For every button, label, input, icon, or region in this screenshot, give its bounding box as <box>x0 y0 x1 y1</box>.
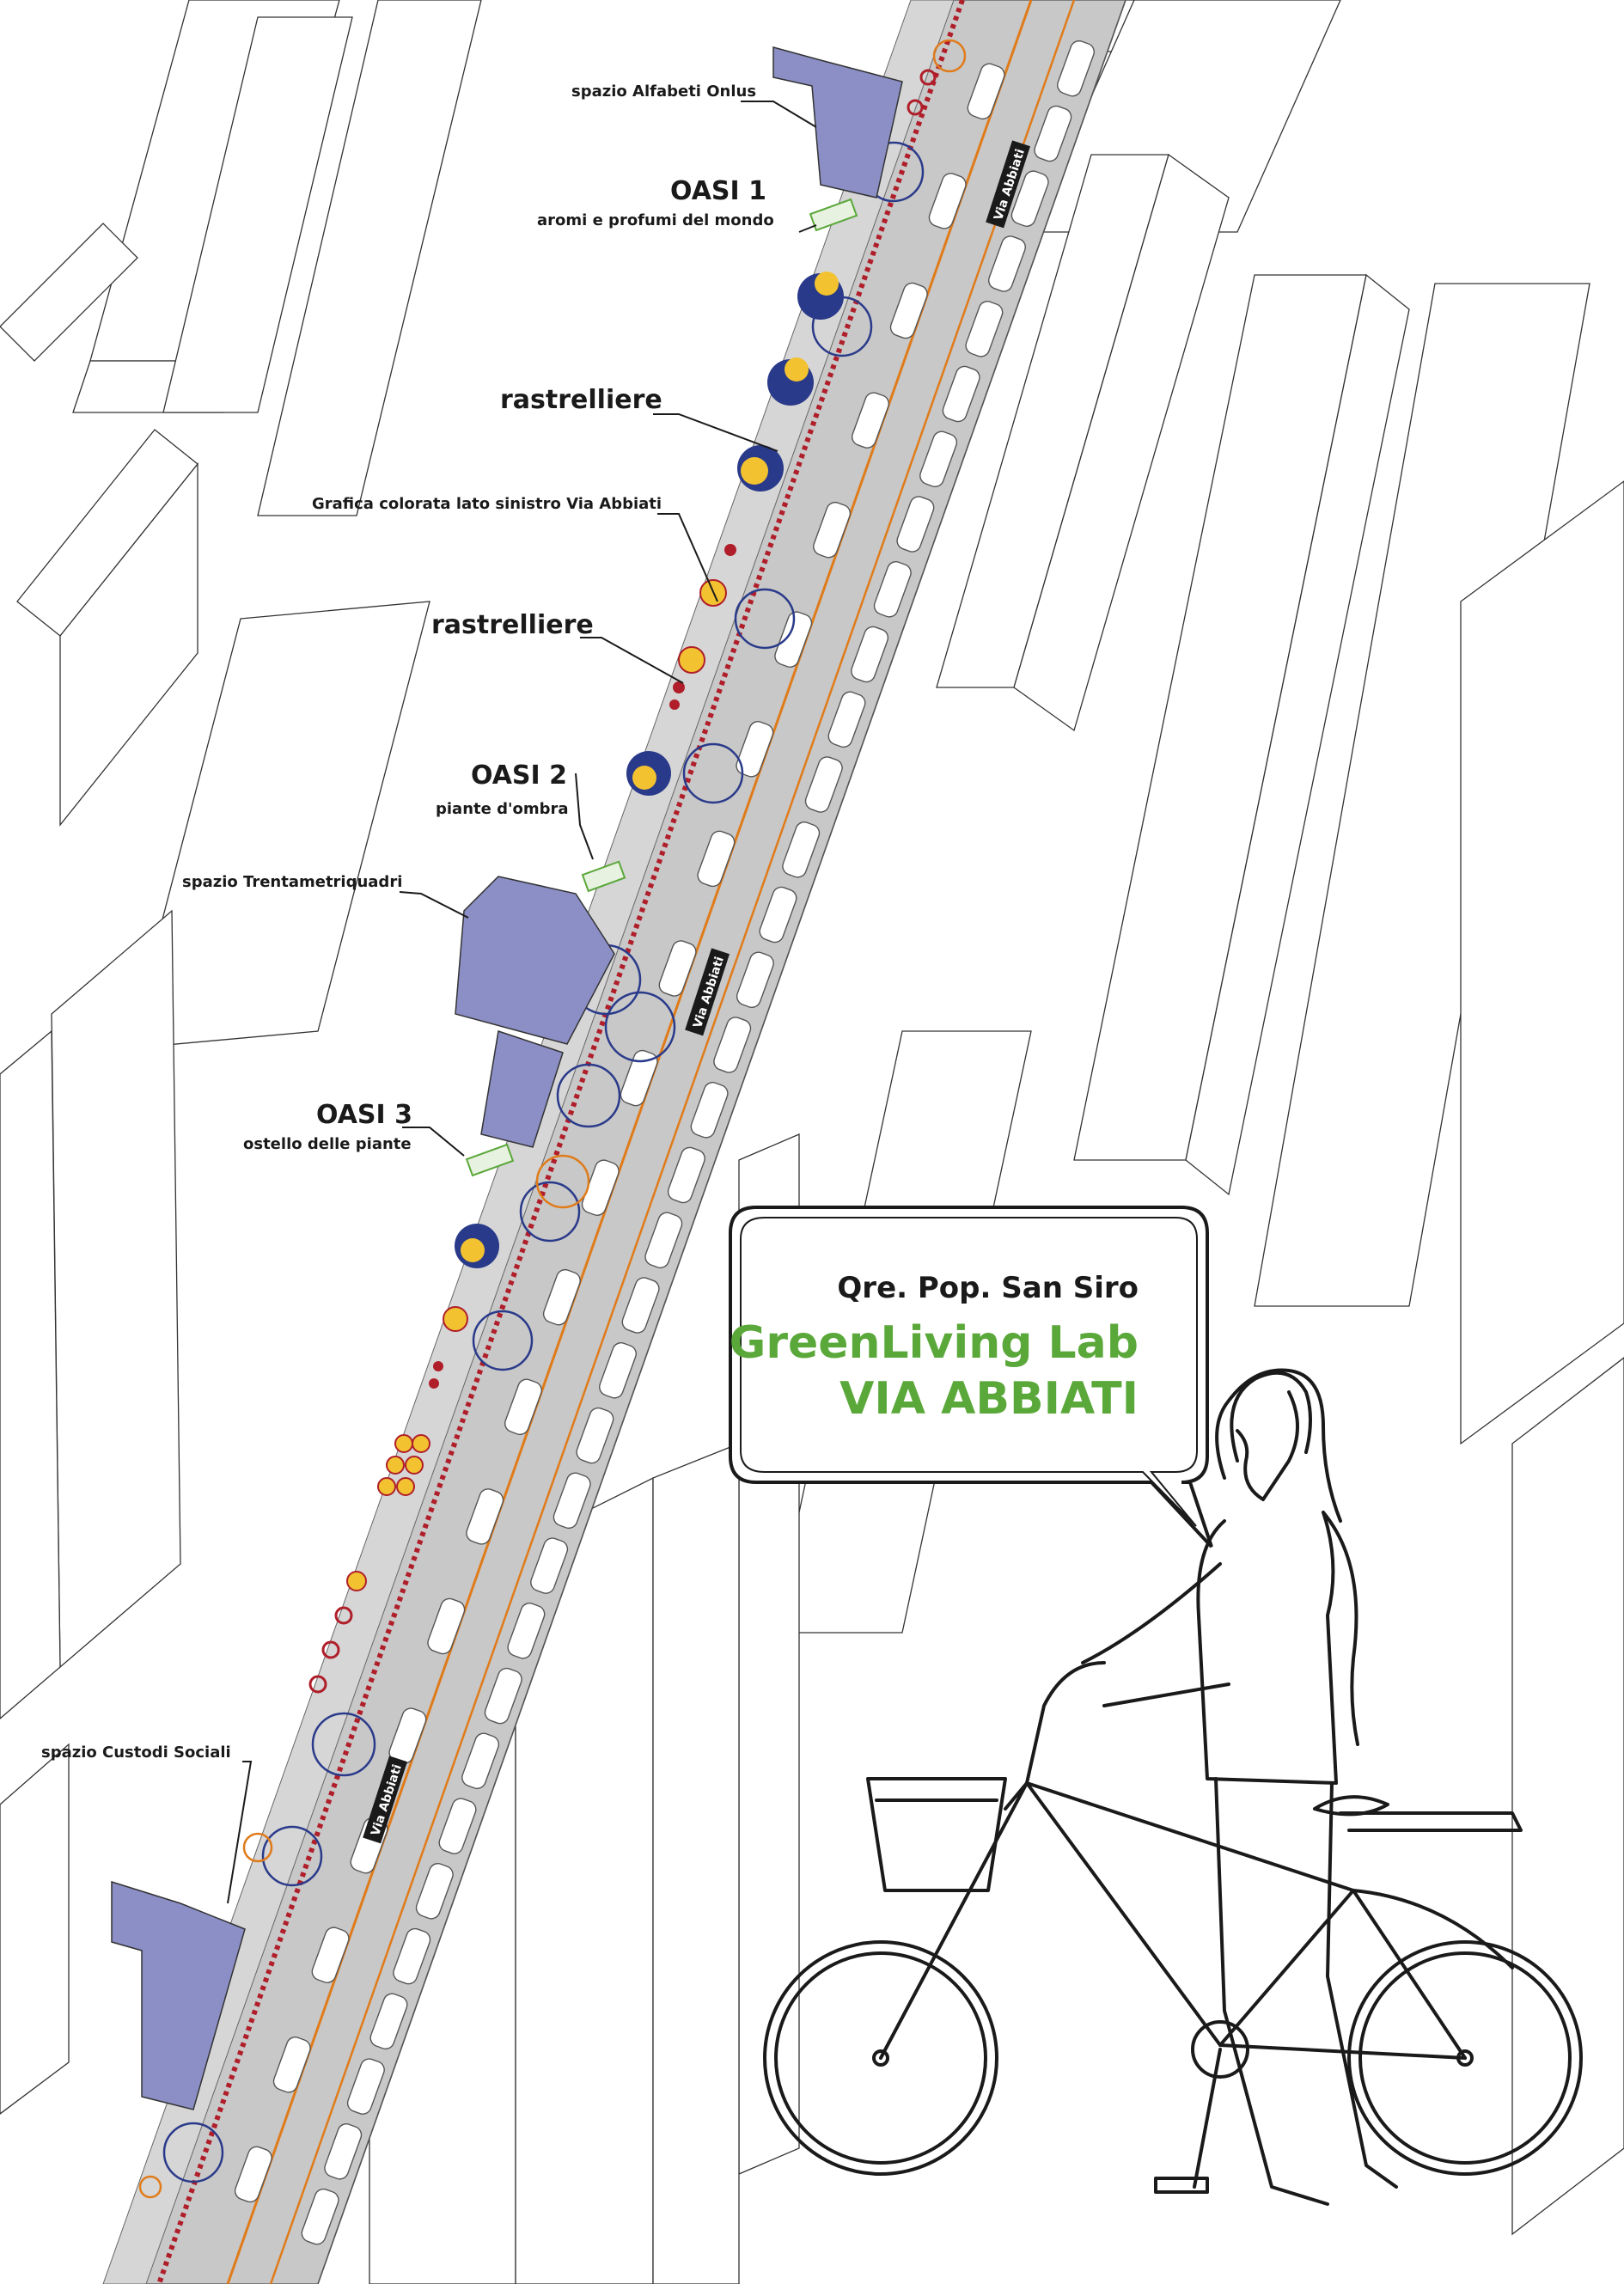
parked-car <box>427 1597 466 1655</box>
parked-car <box>965 301 1004 357</box>
label-alfabeti: spazio Alfabeti Onlus <box>571 82 756 101</box>
label-oasi2-title: OASI 2 <box>471 760 567 791</box>
parked-car <box>504 1378 542 1436</box>
parked-car <box>852 392 889 449</box>
parked-car <box>813 501 852 559</box>
parked-car <box>919 431 958 488</box>
parked-car <box>928 173 967 229</box>
label-oasi3-title: OASI 3 <box>316 1100 412 1130</box>
parked-car <box>507 1603 546 1659</box>
buildings-left <box>0 0 482 2115</box>
parked-car <box>942 365 980 423</box>
community-spaces <box>111 46 903 2110</box>
bubble-subtitle: Qre. Pop. San Siro <box>837 1271 1139 1305</box>
parked-car <box>620 1049 658 1107</box>
parked-car <box>827 691 866 748</box>
parked-car <box>804 756 843 813</box>
label-oasi1-sub: aromi e profumi del mondo <box>537 211 774 229</box>
parked-car <box>576 1407 614 1464</box>
parked-cars <box>234 40 1095 2245</box>
parked-car <box>346 2058 385 2115</box>
parked-car <box>461 1732 500 1790</box>
parked-car <box>393 1927 431 1985</box>
speech-bubble: Qre. Pop. San Siro GreenLiving Lab VIA A… <box>729 1206 1213 1548</box>
bubble-title-line1: GreenLiving Lab <box>730 1317 1139 1369</box>
annotations: spazio Alfabeti Onlus OASI 1 aromi e pro… <box>41 82 817 1904</box>
parked-car <box>553 1472 591 1530</box>
parked-car <box>736 951 774 1009</box>
parked-car <box>782 821 821 878</box>
parked-car <box>542 1268 581 1326</box>
label-custodi: spazio Custodi Sociali <box>41 1744 231 1762</box>
parked-car <box>1057 40 1095 97</box>
label-oasi3-sub: ostello delle piante <box>243 1135 412 1153</box>
parked-car <box>466 1488 504 1545</box>
parked-car <box>889 282 928 339</box>
parked-car <box>301 2188 339 2245</box>
parked-car <box>759 886 797 944</box>
parked-car <box>530 1537 569 1594</box>
bubble-title-line2: VIA ABBIATI <box>839 1373 1139 1425</box>
label-rastrelliere-2: rastrelliere <box>431 610 594 640</box>
space-trentametriquadri <box>455 876 615 1045</box>
parked-car <box>658 940 697 997</box>
parked-car <box>873 561 912 618</box>
parked-car <box>851 626 889 683</box>
parked-car <box>438 1798 477 1854</box>
parked-car <box>415 1863 454 1920</box>
label-grafica: Grafica colorata lato sinistro Via Abbia… <box>312 495 662 513</box>
colored-graphics <box>138 39 967 2199</box>
parked-car <box>697 830 736 888</box>
parked-car <box>667 1146 705 1204</box>
parked-car <box>988 235 1026 292</box>
parked-car <box>234 2146 272 2203</box>
parked-car <box>736 721 774 778</box>
label-oasi1-title: OASI 1 <box>670 176 766 206</box>
label-oasi2-sub: piante d'ombra <box>436 800 569 818</box>
parked-car <box>774 611 813 668</box>
parked-car <box>644 1212 683 1269</box>
parked-car <box>967 63 1005 120</box>
parked-car <box>599 1342 637 1399</box>
parked-car <box>1010 170 1049 227</box>
parked-car <box>369 1993 408 2050</box>
parked-car <box>311 1927 350 1983</box>
parked-car <box>484 1667 522 1725</box>
parked-car <box>272 2037 311 2093</box>
parked-car <box>324 2123 363 2180</box>
space-oasi3-building <box>480 1030 564 1148</box>
parked-car <box>896 496 935 553</box>
parked-car <box>621 1277 660 1334</box>
space-custodi <box>111 1880 246 2110</box>
parked-car <box>1034 105 1072 162</box>
parked-car <box>713 1017 752 1073</box>
label-trentametriquadri: spazio Trentametriquadri <box>182 873 402 891</box>
parked-car <box>690 1082 729 1139</box>
label-rastrelliere-1: rastrelliere <box>500 385 662 415</box>
space-alfabeti <box>772 46 903 198</box>
woman-with-bicycle-illustration <box>763 1368 1583 2206</box>
oasis-planters <box>465 198 858 1177</box>
